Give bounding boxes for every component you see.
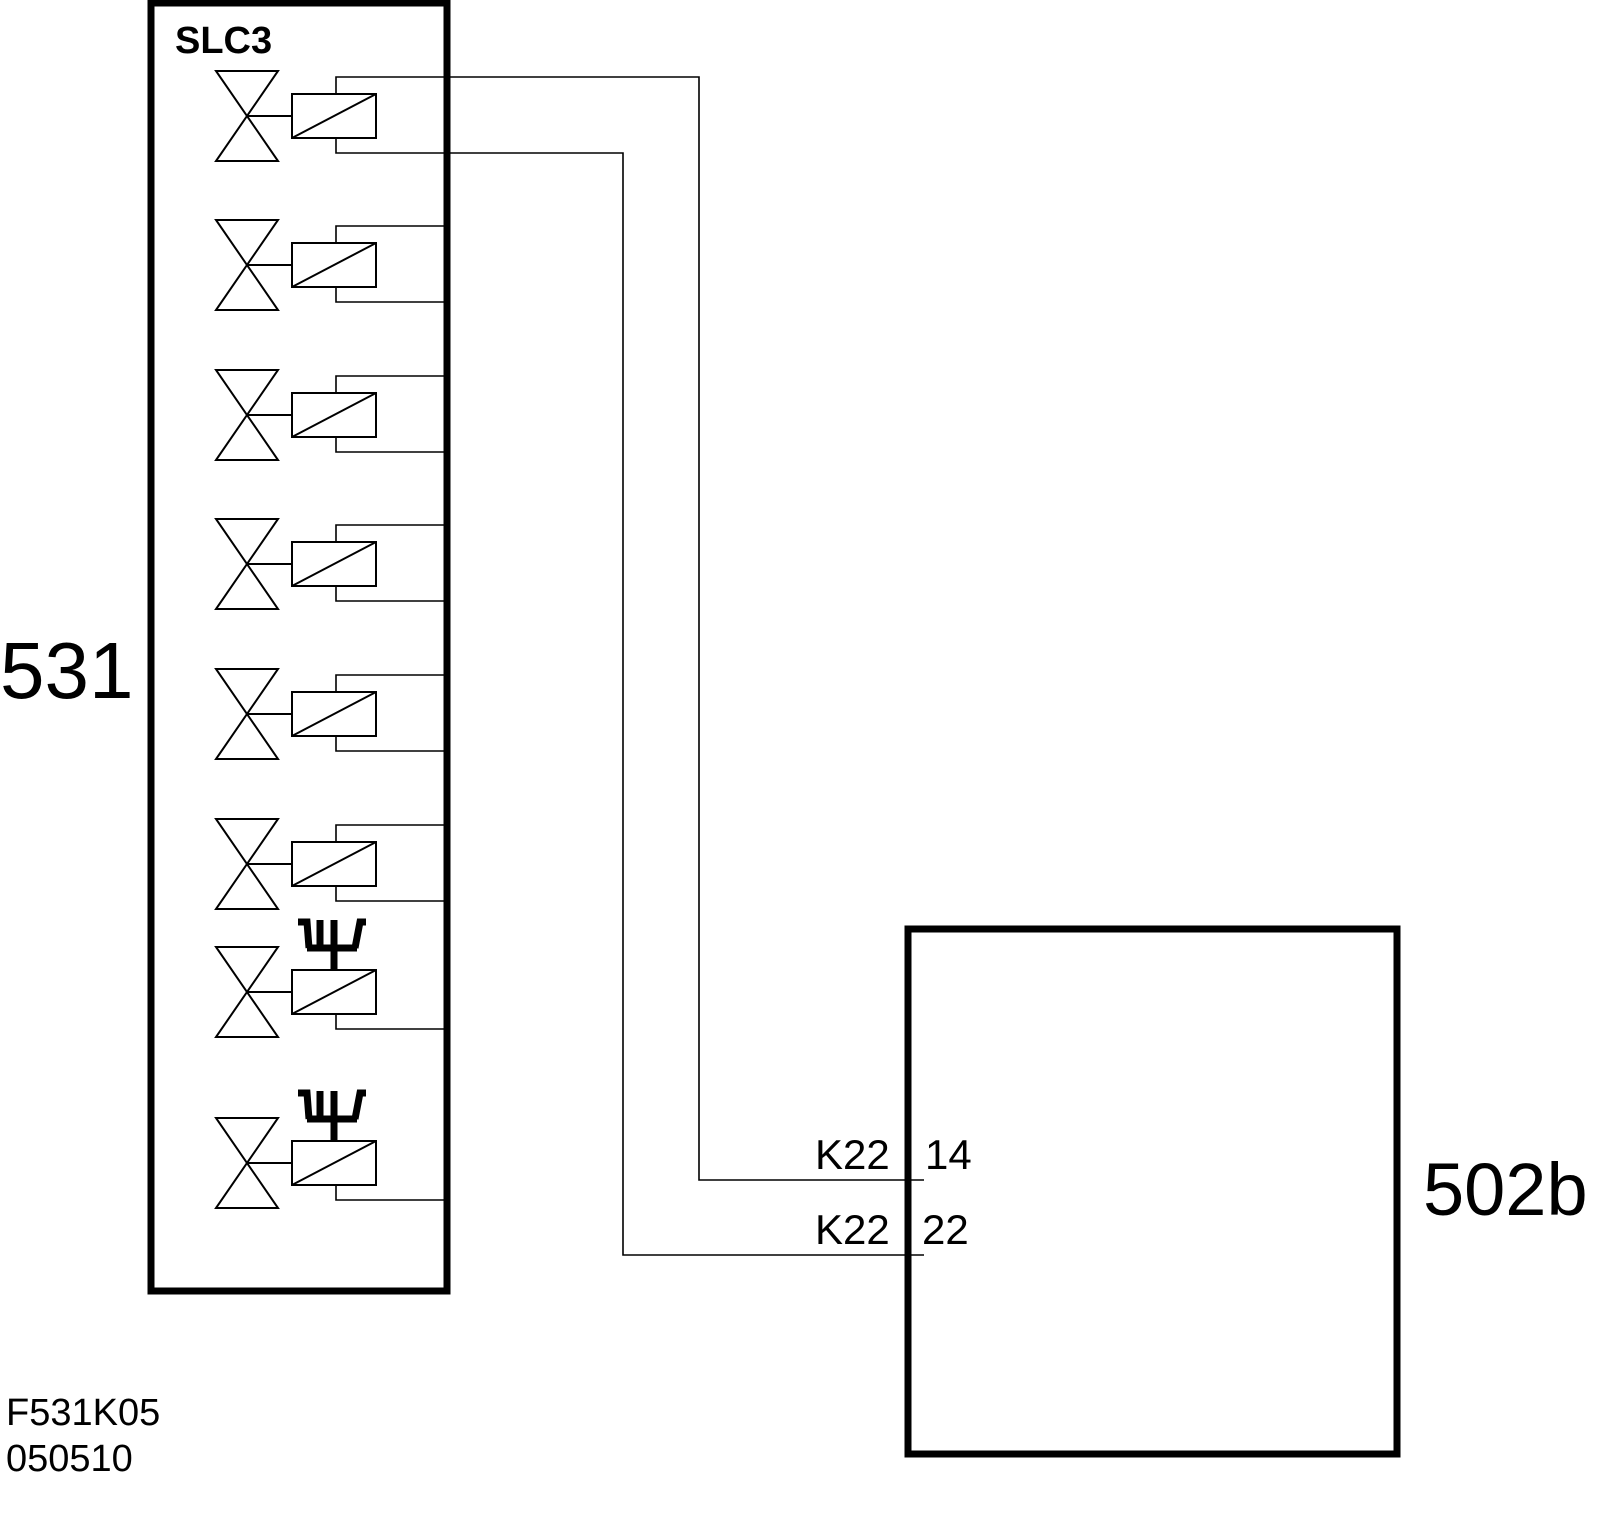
valve-body (214, 818, 280, 910)
coil-lead-lower (335, 1014, 447, 1030)
coil-diagonal (291, 93, 377, 139)
valve-body (214, 946, 280, 1038)
valve-body (214, 70, 280, 162)
solenoid-valve (214, 70, 447, 162)
coil-diagonal (291, 969, 377, 1015)
coil-lead-upper (335, 375, 447, 393)
coil-diagonal (291, 541, 377, 587)
solenoid-valve (214, 668, 447, 760)
wire-k22-22 (447, 152, 924, 1256)
coil-box (291, 392, 377, 438)
coil-box (291, 841, 377, 887)
valve-body (214, 668, 280, 760)
unit-502b-label: 502b (1423, 1148, 1588, 1231)
unit-531-sublabel: SLC3 (175, 20, 272, 62)
coil-box (291, 541, 377, 587)
valve-body (214, 219, 280, 311)
solenoid-valve (214, 818, 447, 910)
coil-lead-lower (335, 586, 447, 602)
terminal-2-relay: K22 (815, 1206, 890, 1253)
coil-lead-lower (335, 437, 447, 453)
coil-lead-upper (335, 225, 447, 243)
override-tine (351, 1089, 366, 1120)
override-tine (298, 1089, 313, 1120)
solenoid-valve (214, 518, 447, 610)
coil-diagonal (291, 841, 377, 887)
terminal-1-relay: K22 (815, 1131, 890, 1178)
coil-lead-lower (335, 886, 447, 902)
coil-diagonal (291, 242, 377, 288)
coil-box (291, 93, 377, 139)
override-tine (298, 918, 313, 949)
terminal-2-pin: 22 (922, 1206, 969, 1253)
date-code: 050510 (6, 1438, 133, 1480)
coil-lead-upper (335, 824, 447, 842)
coil-diagonal (291, 1140, 377, 1186)
unit-502b-box (904, 925, 1401, 1458)
coil-lead-upper (335, 76, 447, 94)
unit-531-label: 531 (0, 626, 133, 715)
coil-box (291, 691, 377, 737)
solenoid-valve (214, 918, 447, 1038)
coil-box (291, 242, 377, 288)
solenoid-valve (214, 1089, 447, 1209)
unit-531-box (147, 0, 451, 1295)
override-tine (351, 918, 366, 949)
coil-lead-upper (335, 674, 447, 692)
coil-lead-upper (335, 524, 447, 542)
valve-body (214, 1117, 280, 1209)
coil-diagonal (291, 392, 377, 438)
valve-body (214, 518, 280, 610)
coil-lead-lower (335, 287, 447, 303)
drawing-id: F531K05 (6, 1392, 160, 1434)
coil-lead-lower (335, 138, 447, 154)
terminal-1-pin: 14 (925, 1131, 972, 1178)
coil-lead-lower (335, 736, 447, 752)
solenoid-valve (214, 369, 447, 461)
wire-k22-14 (447, 76, 924, 1181)
solenoid-valve (214, 219, 447, 311)
valve-body (214, 369, 280, 461)
coil-lead-lower (335, 1185, 447, 1201)
coil-diagonal (291, 691, 377, 737)
valve-column (214, 70, 447, 1209)
